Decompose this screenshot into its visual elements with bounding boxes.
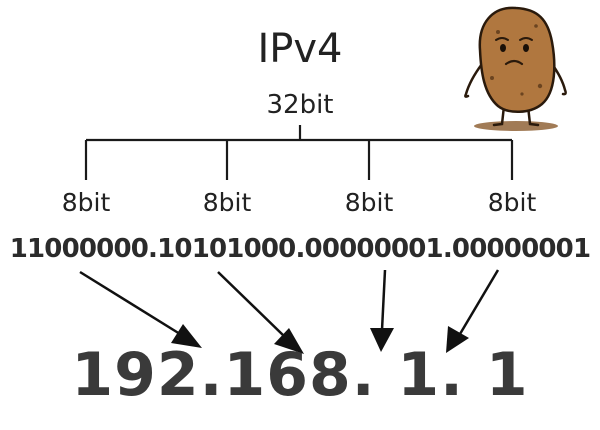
worried-potato-icon — [464, 6, 567, 131]
arrow-2 — [217, 271, 286, 338]
bit-bracket — [84, 125, 514, 180]
arrowhead-4 — [446, 326, 469, 353]
arrow-3 — [380, 269, 387, 331]
arrowhead-2 — [274, 328, 304, 354]
arrow-4 — [458, 269, 500, 335]
total-bits-label: 32bit — [266, 90, 334, 120]
segment-2-bits-label: 8bit — [202, 188, 252, 217]
decimal-address: 192.168. 1. 1 — [71, 340, 529, 410]
segment-3-bits-label: 8bit — [344, 188, 394, 217]
segment-1-bits-label: 8bit — [61, 188, 111, 217]
arrowhead-3 — [370, 328, 394, 352]
diagram-title: IPv4 — [257, 26, 343, 72]
arrow-1 — [79, 270, 181, 336]
segment-4-bits-label: 8bit — [487, 188, 537, 217]
conversion-arrows — [79, 269, 500, 354]
arrowhead-1 — [171, 324, 202, 348]
binary-address: 11000000.10101000.00000001.00000001 — [9, 234, 591, 264]
